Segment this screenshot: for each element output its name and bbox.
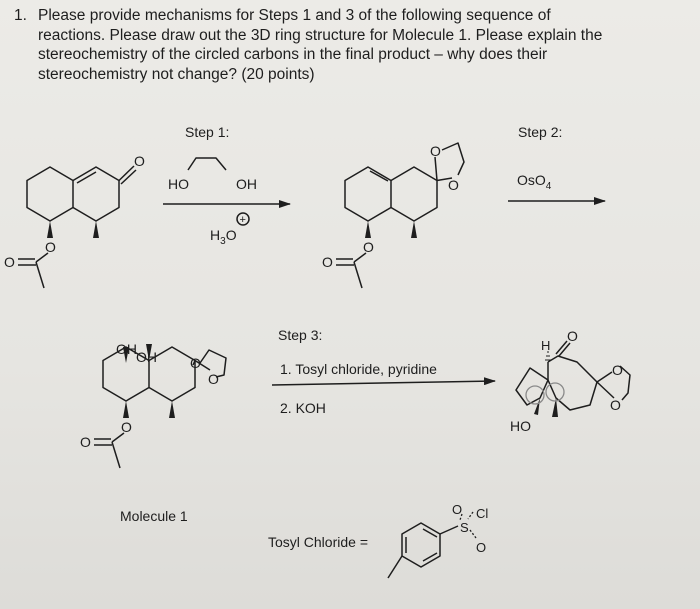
step3-arrow: [271, 377, 496, 386]
final-product-molecule: H O O O HO: [510, 328, 631, 434]
question-text: 1. Please provide mechanisms for Steps 1…: [14, 6, 700, 84]
step3-conditions: Step 3: 1. Tosyl chloride, pyridine 2. K…: [271, 327, 496, 416]
tosyl-chloride-structure: O Cl S O: [387, 502, 488, 579]
atom-o: O: [134, 153, 145, 169]
step1-label: Step 1:: [185, 124, 229, 140]
question-line: stereochemistry of the circled carbons i…: [38, 46, 548, 63]
atom-o: O: [612, 362, 623, 378]
reagent-oh: OH: [236, 176, 257, 192]
atom-o: O: [610, 397, 621, 413]
atom-oh: OH: [136, 349, 157, 365]
step2-conditions: Step 2: OsO4: [508, 124, 606, 205]
molecule-1-label: Molecule 1: [120, 508, 188, 524]
atom-o: O: [208, 371, 219, 387]
atom-o: O: [121, 419, 132, 435]
atom-o: O: [452, 502, 462, 517]
reagent-ho: HO: [168, 176, 189, 192]
acid-h3o: H3O: [210, 227, 237, 247]
starting-enone-molecule: O O O: [4, 153, 145, 289]
atom-o: O: [45, 239, 56, 255]
reagent-oso4: OsO4: [517, 172, 552, 192]
molecule-1: OH OH O O O O: [80, 341, 227, 469]
atom-o: O: [322, 254, 333, 270]
question-line: reactions. Please draw out the 3D ring s…: [38, 26, 603, 44]
step3-reagent-1: 1. Tosyl chloride, pyridine: [280, 361, 437, 377]
step2-label: Step 2:: [518, 124, 562, 140]
question-number: 1.: [14, 7, 27, 24]
atom-o: O: [567, 328, 578, 344]
question-line: stereochemistry not change? (20 points): [38, 65, 315, 83]
atom-oh: OH: [116, 341, 137, 357]
atom-h: H: [541, 338, 550, 353]
atom-o: O: [80, 434, 91, 450]
question-line: Please provide mechanisms for Steps 1 an…: [38, 7, 551, 24]
atom-o: O: [363, 239, 374, 255]
atom-ho: HO: [510, 418, 531, 434]
atom-o: O: [476, 540, 486, 555]
atom-o: O: [448, 177, 459, 193]
atom-o: O: [430, 143, 441, 159]
step3-reagent-2: 2. KOH: [280, 400, 326, 416]
atom-cl: Cl: [476, 506, 488, 521]
circled-carbon-marker: [545, 382, 565, 402]
tosyl-chloride-label: Tosyl Chloride =: [268, 534, 368, 550]
plus-charge-icon: [236, 212, 250, 226]
step3-label: Step 3:: [278, 327, 322, 343]
atom-o: O: [4, 254, 15, 270]
atom-o: O: [190, 355, 201, 371]
step1-conditions: Step 1: HO OH H3O +: [163, 124, 291, 247]
charge-sign: +: [240, 214, 246, 226]
circled-carbon-marker: [525, 385, 545, 405]
acetal-intermediate-molecule: O O O O: [322, 142, 465, 289]
atom-s: S: [460, 520, 469, 535]
